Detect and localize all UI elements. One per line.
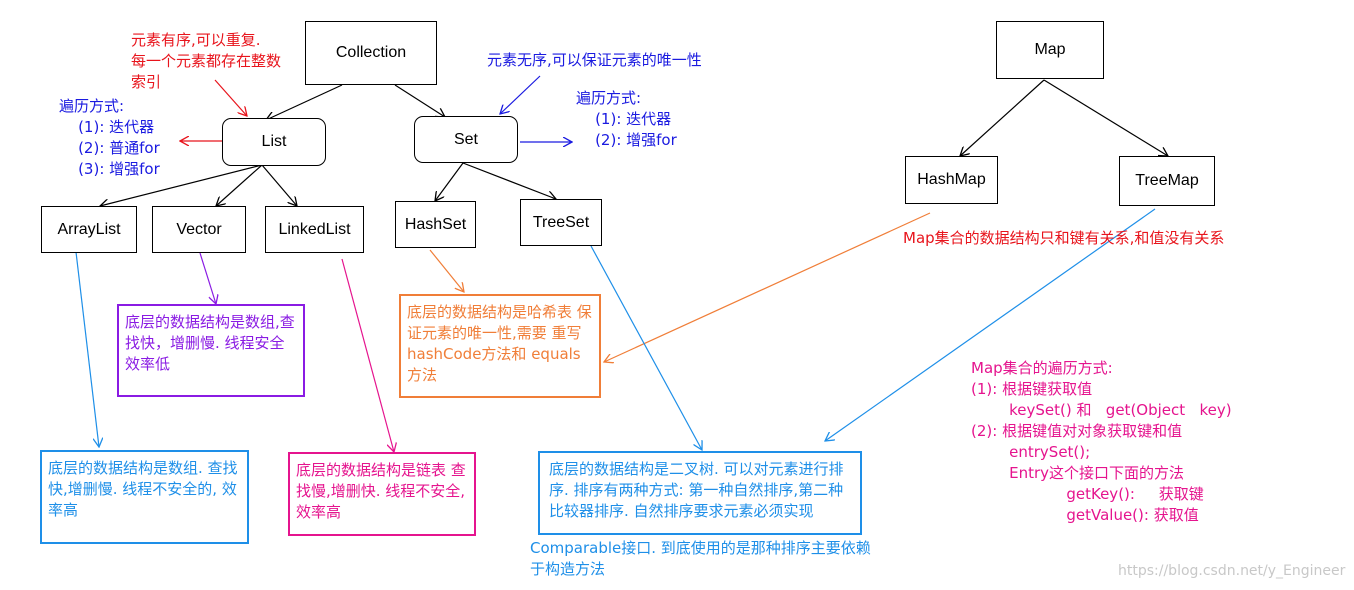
node-list: List	[222, 118, 326, 166]
arrow-set-desc	[500, 75, 541, 114]
node-treeset: TreeSet	[520, 199, 602, 246]
arrow-linkedlist-desc	[341, 258, 394, 452]
node-set: Set	[414, 116, 518, 163]
node-linkedlist: LinkedList	[265, 206, 364, 253]
arrow-hashset-desc	[429, 249, 464, 292]
node-vector: Vector	[152, 206, 246, 253]
arrow-treemap-desc	[825, 208, 1156, 441]
arraylist-desc-box: 底层的数据结构是数组. 查找快,增删慢. 线程不安全的, 效率高	[40, 450, 249, 544]
edge-list-linkedlist	[261, 164, 297, 206]
arrow-treeset-desc	[590, 245, 702, 450]
arrow-arraylist-desc	[75, 251, 99, 447]
node-hashmap: HashMap	[905, 156, 998, 204]
map-traverse-note: Map集合的遍历方式: (1): 根据键获取值 keySet() 和 get(O…	[971, 359, 1232, 524]
arrow-hashmap-desc	[604, 212, 931, 362]
set-traverse-note: 遍历方式: (1): 迭代器 (2): 增强for	[576, 89, 677, 149]
node-map: Map	[996, 21, 1104, 79]
edge-list-vector	[216, 164, 263, 206]
node-arraylist: ArrayList	[41, 206, 137, 253]
edge-set-treeset	[462, 162, 556, 199]
edge-set-hashset	[435, 162, 464, 201]
arrow-vector-desc	[199, 252, 216, 304]
edge-map-treemap	[1043, 79, 1168, 156]
watermark: https://blog.csdn.net/y_Engineer	[1118, 563, 1346, 579]
list-traverse-note: 遍历方式: (1): 迭代器 (2): 普通for (3): 增强for	[59, 97, 160, 178]
node-hashset: HashSet	[395, 201, 476, 248]
map-struct-note: Map集合的数据结构只和键有关系,和值没有关系	[903, 229, 1225, 247]
edge-map-hashmap	[960, 79, 1045, 156]
edge-collection-set	[394, 84, 445, 117]
linkedlist-desc-box: 底层的数据结构是链表 查找慢,增删快. 线程不安全,效率高	[288, 452, 476, 536]
list-desc-note: 元素有序,可以重复. 每一个元素都存在整数 索引	[131, 31, 282, 91]
node-treemap: TreeMap	[1119, 156, 1215, 206]
arrow-list-desc	[214, 79, 247, 116]
edge-list-arraylist	[100, 164, 263, 206]
treeset-desc-box: 底层的数据结构是二叉树. 可以对元素进行排序. 排序有两种方式: 第一种自然排序…	[538, 451, 862, 535]
node-collection: Collection	[305, 21, 437, 85]
edge-collection-list	[266, 84, 343, 120]
vector-desc-box: 底层的数据结构是数组,查找快，增删慢. 线程安全 效率低	[117, 304, 305, 397]
treeset-note: Comparable接口. 到底使用的是那种排序主要依赖 于构造方法	[530, 539, 871, 578]
set-desc-note: 元素无序,可以保证元素的唯一性	[487, 51, 702, 69]
hashset-desc-box: 底层的数据结构是哈希表 保证元素的唯一性,需要 重写hashCode方法和 eq…	[399, 294, 601, 398]
